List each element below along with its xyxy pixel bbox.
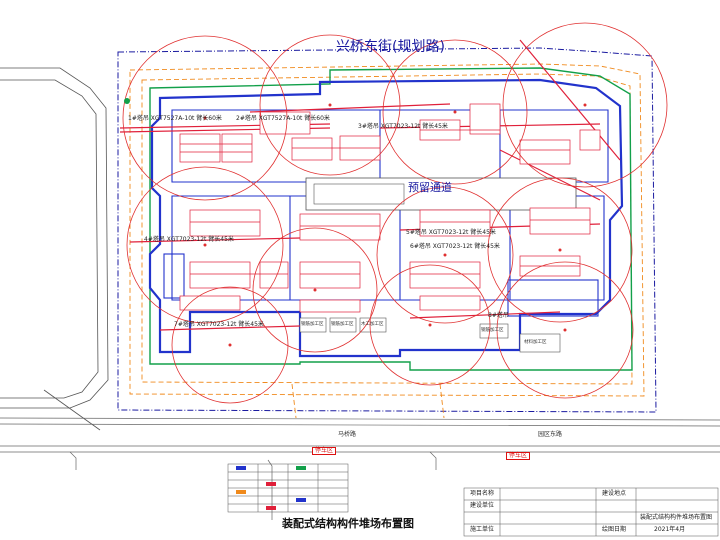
south-road-right-label: 园区东路: [538, 431, 563, 438]
titleblock-date-value: 2021年4月: [654, 526, 686, 533]
crane-radius-circles: [122, 22, 668, 404]
titleblock-construction-unit-label: 建设单位: [470, 502, 495, 509]
crane-label: 3#塔吊 XGT7023-12t 臂长45米: [358, 123, 448, 130]
basement-walls: [148, 78, 624, 358]
south-road: [0, 417, 720, 520]
building-label: 钢筋加工区: [301, 322, 324, 327]
title-block-grid: [463, 487, 719, 537]
crane-label: 1#塔吊 XGT7527A-10t 臂长60米: [128, 115, 222, 122]
basement-inner-walls: [163, 109, 609, 317]
pickup-zone-label: 停车区: [506, 452, 531, 460]
south-road-left-label: 马桥路: [338, 431, 357, 438]
titleblock-date-label: 绘图日期: [602, 526, 627, 533]
titleblock-location-label: 建设地点: [602, 490, 627, 497]
diagram-title: 装配式结构构件堆场布置图: [282, 517, 414, 530]
offsite-road-outline: [0, 67, 109, 431]
building-label: 钢筋加工区: [481, 328, 504, 333]
processing-sheds: [299, 317, 561, 353]
crane-label: 8#塔吊: [488, 312, 509, 319]
site-boundary: [117, 47, 657, 413]
titleblock-construction-unit-value: 装配式结构构件堆场布置图: [640, 514, 713, 521]
legend-swatches: [236, 466, 306, 510]
building-label: 材料加工区: [524, 340, 547, 345]
crane-label: 2#塔吊 XGT7527A-10t 臂长60米: [236, 115, 330, 122]
basement-fence: [149, 67, 633, 371]
titleblock-project-name-label: 项目名称: [470, 490, 495, 497]
titleblock-contractor-label: 施工单位: [470, 526, 495, 533]
site-marker-dot: [124, 98, 130, 104]
component-hatch: [180, 129, 590, 275]
crane-centers: [203, 103, 587, 347]
crane-label: 4#塔吊 XGT7023-12t 臂长45米: [144, 236, 234, 243]
crane-label: 7#塔吊 XGT7023-12t 臂长45米: [174, 321, 264, 328]
pickup-zone-label: 停车区: [312, 447, 337, 455]
building-label: 木工加工区: [361, 322, 384, 327]
component-stacks: [179, 103, 601, 313]
temporary-road-inner: [141, 73, 633, 385]
crane-label: 5#塔吊 XGT7023-12t 臂长45米: [406, 229, 496, 236]
reserved-channel-label: 预留通道: [408, 181, 452, 194]
legend-box: [227, 463, 349, 513]
building-label: 钢筋加工区: [331, 322, 354, 327]
crane-label: 6#塔吊 XGT7023-12t 臂长45米: [410, 243, 500, 250]
street-name-north: 兴桥东街(规划路): [336, 39, 445, 55]
